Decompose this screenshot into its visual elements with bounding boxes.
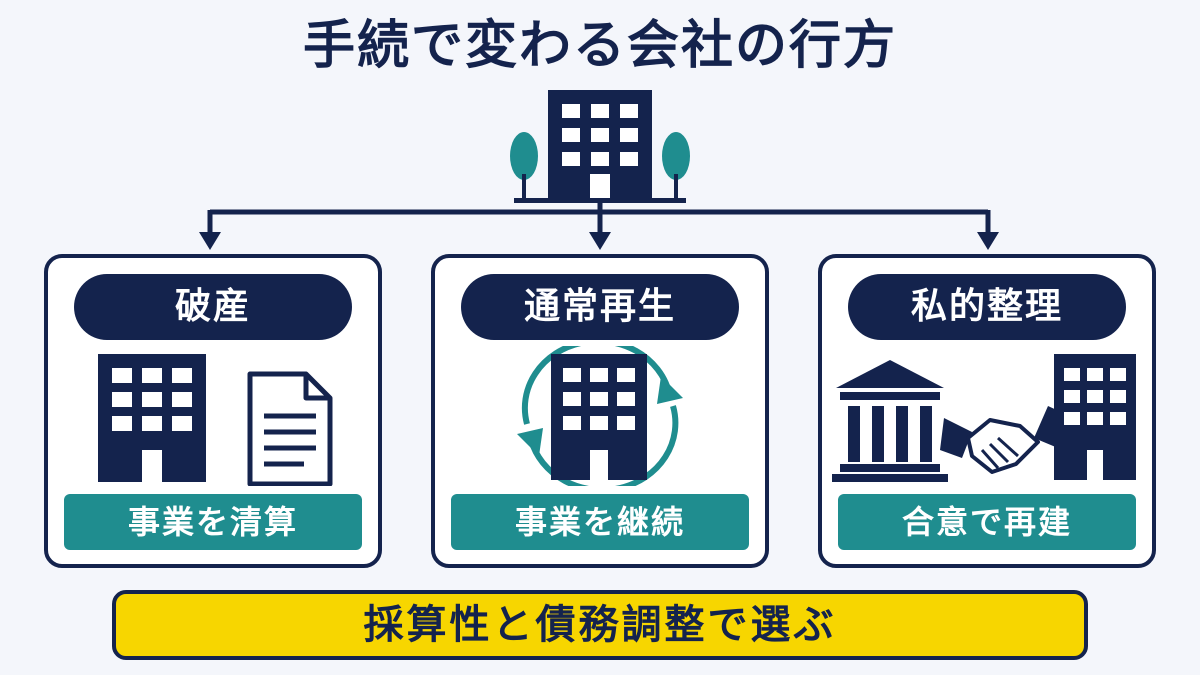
card-private-restructuring: 私的整理 — [818, 254, 1156, 568]
tree-icon — [510, 132, 538, 200]
card-rehabilitation: 通常再生 事業を継続 — [431, 254, 769, 568]
document-icon — [247, 371, 333, 486]
card-title: 破産 — [74, 274, 352, 340]
card-outcome: 事業を清算 — [64, 494, 362, 550]
bank-handshake-building-icon — [832, 354, 1136, 482]
tree-icon — [662, 132, 690, 200]
building-with-document-icon — [98, 354, 333, 486]
page-title: 手続で変わる会社の行方 — [302, 16, 897, 76]
card-title: 通常再生 — [461, 274, 739, 340]
building-icon — [1054, 354, 1136, 480]
cycle-arrows-icon — [521, 346, 679, 486]
card-outcome: 合意で再建 — [838, 494, 1136, 550]
conclusion-banner: 採算性と債務調整で選ぶ — [112, 590, 1088, 660]
bank-icon — [832, 360, 948, 482]
card-bankruptcy: 破産 事業を清算 — [44, 254, 382, 568]
card-title: 私的整理 — [848, 274, 1126, 340]
card-outcome: 事業を継続 — [451, 494, 749, 550]
building-with-cycle-arrows-icon — [517, 346, 683, 486]
handshake-icon — [940, 406, 1074, 474]
arrow-down-icon — [199, 232, 221, 250]
building-icon — [98, 354, 206, 482]
building-icon — [551, 354, 647, 480]
arrow-down-icon — [589, 232, 611, 250]
arrow-down-icon — [977, 232, 999, 250]
